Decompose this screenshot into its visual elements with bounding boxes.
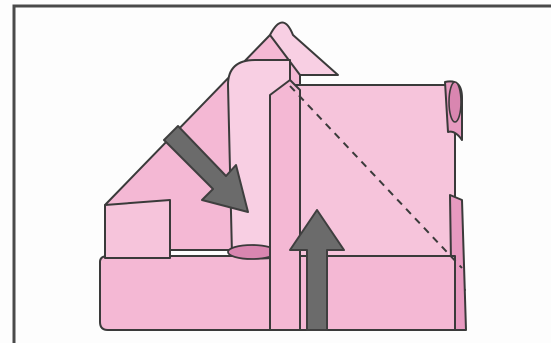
center-roll-bottom xyxy=(228,245,276,259)
left-lower-flap xyxy=(105,200,170,258)
right-roll-end xyxy=(449,82,461,122)
center-front-panel xyxy=(270,80,300,330)
